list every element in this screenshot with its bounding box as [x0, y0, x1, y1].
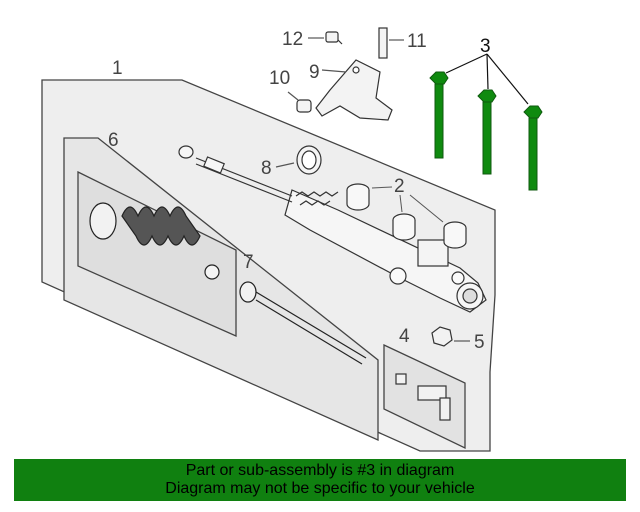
bracket-9 [315, 59, 393, 121]
inner-tie-rod-lower [239, 281, 367, 365]
bolt-11 [378, 27, 404, 59]
notice-line-1: Part or sub-assembly is #3 in diagram [185, 462, 455, 479]
leader-lines-2 [371, 186, 444, 223]
boot-7 [89, 202, 220, 280]
bolt-12 [308, 31, 343, 45]
seal-8 [275, 145, 322, 175]
callout-11: 11 [407, 31, 427, 52]
callout-9: 9 [309, 62, 320, 83]
callout-10: 10 [269, 68, 290, 89]
callout-6: 6 [108, 130, 119, 151]
callout-1: 1 [112, 58, 123, 79]
callout-5: 5 [474, 332, 485, 353]
steering-gear-rack [284, 189, 487, 313]
notice-line-2: Diagram may not be specific to your vehi… [165, 480, 475, 497]
callout-7: 7 [243, 252, 254, 273]
bolts-3-highlighted [429, 71, 543, 191]
tie-rod-end-4 [395, 373, 451, 421]
nut-5 [431, 326, 470, 347]
callout-8: 8 [261, 158, 272, 179]
leader-lines-3 [445, 53, 529, 105]
callout-2: 2 [394, 176, 405, 197]
bolt-10 [287, 91, 312, 113]
callout-4: 4 [399, 326, 410, 347]
inner-tie-rod-upper [178, 145, 293, 203]
callout-3: 3 [480, 36, 491, 57]
notice-banner: Part or sub-assembly is #3 in diagram Di… [14, 459, 626, 501]
callout-12: 12 [282, 29, 303, 50]
bushings-2 [346, 183, 467, 249]
